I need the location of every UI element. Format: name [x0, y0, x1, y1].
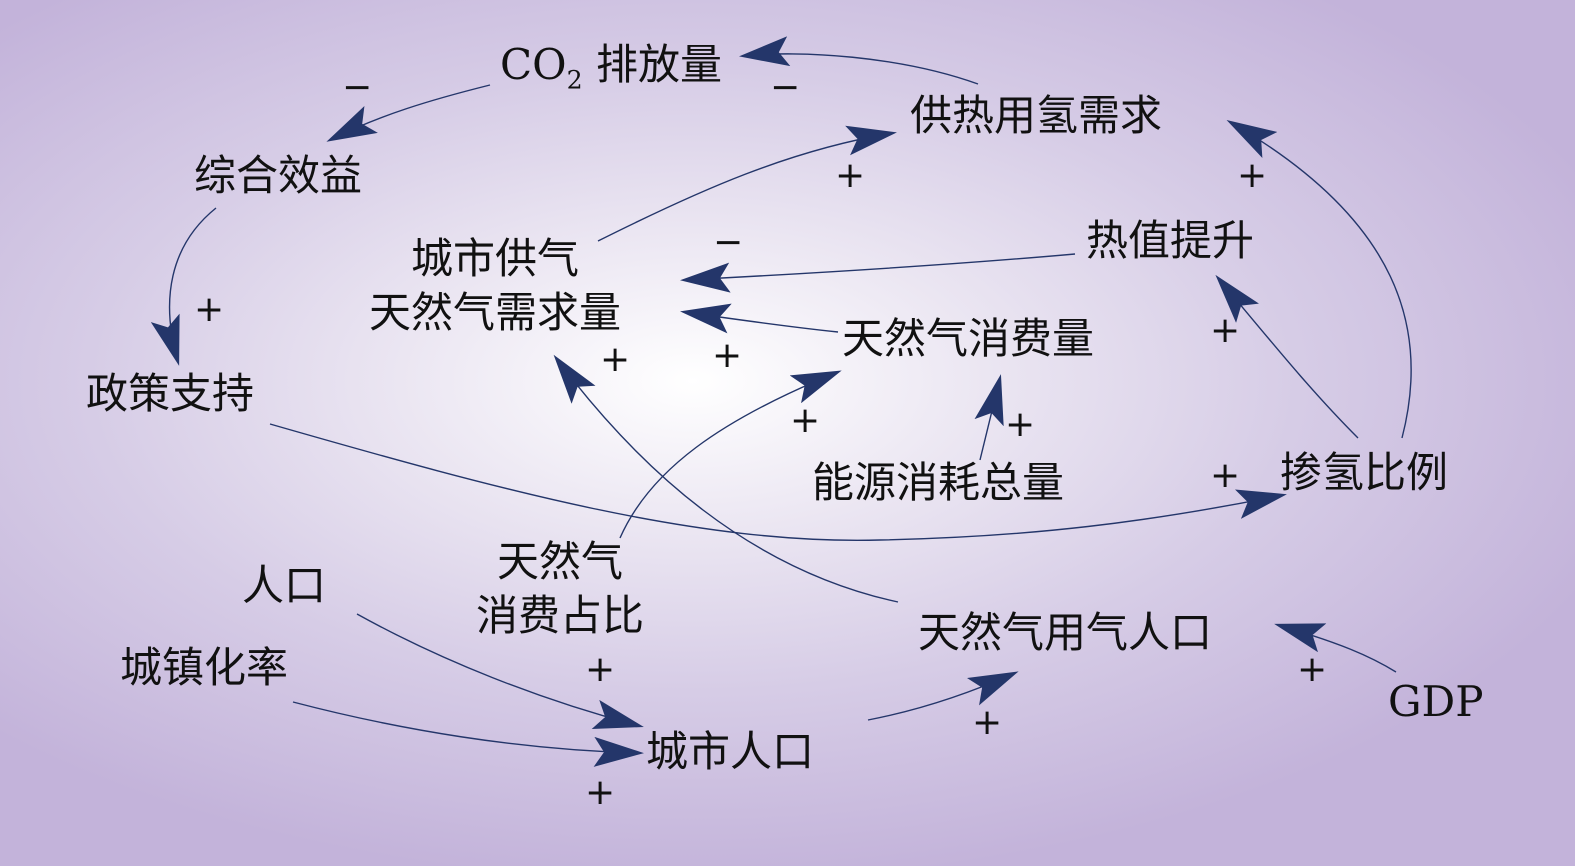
polarity-consumption-to-citygas: +: [712, 335, 743, 376]
node-policy-support: 政策支持: [86, 369, 255, 418]
link-pop-to-urbanpop: [356, 613, 644, 729]
polarity-policy-to-ratio: +: [1210, 455, 1241, 496]
polarity-users-to-citygas: +: [600, 339, 631, 380]
node-city-gas-demand-line1: 城市供气: [410, 234, 579, 283]
link-ratio-to-h2demand: [1226, 120, 1412, 439]
node-gas-share-line2: 消费占比: [475, 591, 644, 640]
link-citygas-to-h2demand: [597, 125, 897, 242]
co2-subscript: 2: [566, 65, 583, 95]
node-h2-ratio: 掺氢比例: [1280, 448, 1449, 497]
node-energy-total: 能源消耗总量: [812, 458, 1065, 507]
link-share-to-consumption: [619, 370, 842, 539]
polarity-share-to-consumption: +: [790, 400, 821, 441]
link-users-to-citygas: [553, 354, 899, 603]
link-co2-to-benefit: [326, 84, 491, 142]
node-gdp: GDP: [1388, 677, 1484, 726]
polarity-h2demand-to-co2: −: [770, 67, 801, 108]
polarity-urbanization-to-urbanpop: +: [585, 772, 616, 813]
polarity-citygas-to-h2demand: +: [835, 155, 866, 196]
polarity-ratio-to-h2demand: +: [1237, 155, 1268, 196]
polarity-urbanpop-to-users: +: [972, 702, 1003, 743]
link-consumption-to-citygas: [680, 303, 839, 334]
node-gas-users: 天然气用气人口: [918, 608, 1213, 657]
co2-suffix: 排放量: [582, 40, 722, 89]
link-urbanpop-to-users: [867, 671, 1019, 721]
link-ratio-to-heatvalue: [1215, 274, 1359, 439]
link-heatvalue-to-citygas: [680, 253, 1076, 293]
polarity-heatvalue-to-citygas: −: [713, 222, 744, 263]
node-gas-share: 天然气 消费占比: [455, 535, 665, 643]
node-population: 人口: [242, 561, 327, 610]
node-gas-consumption: 天然气消费量: [842, 314, 1095, 363]
link-policy-to-ratio: [269, 423, 1287, 542]
polarity-pop-to-urbanpop: +: [585, 649, 616, 690]
link-benefit-to-policy: [150, 207, 217, 366]
polarity-co2-to-benefit: −: [342, 67, 373, 108]
link-gdp-to-users: [1274, 623, 1397, 673]
polarity-gdp-to-users: +: [1297, 649, 1328, 690]
polarity-ratio-to-heatvalue: +: [1210, 310, 1241, 351]
polarity-benefit-to-policy: +: [194, 289, 225, 330]
polarity-energy-to-consumption: +: [1005, 404, 1036, 445]
node-urbanization-rate: 城镇化率: [120, 643, 289, 692]
node-heat-h2-demand: 供热用氢需求: [910, 91, 1163, 140]
link-h2demand-to-co2: [739, 36, 979, 85]
node-benefit: 综合效益: [194, 151, 363, 200]
node-gas-share-line1: 天然气: [496, 537, 623, 586]
node-city-gas-demand: 城市供气 天然气需求量: [345, 232, 645, 340]
co2-prefix: CO: [500, 40, 567, 89]
node-co2-emission: CO2 排放量: [500, 44, 722, 93]
node-heat-value: 热值提升: [1086, 216, 1255, 265]
node-urban-population: 城市人口: [646, 727, 815, 776]
link-urbanization-to-urbanpop: [292, 701, 644, 767]
link-energy-to-consumption: [974, 374, 1004, 461]
node-city-gas-demand-line2: 天然气需求量: [368, 288, 621, 337]
